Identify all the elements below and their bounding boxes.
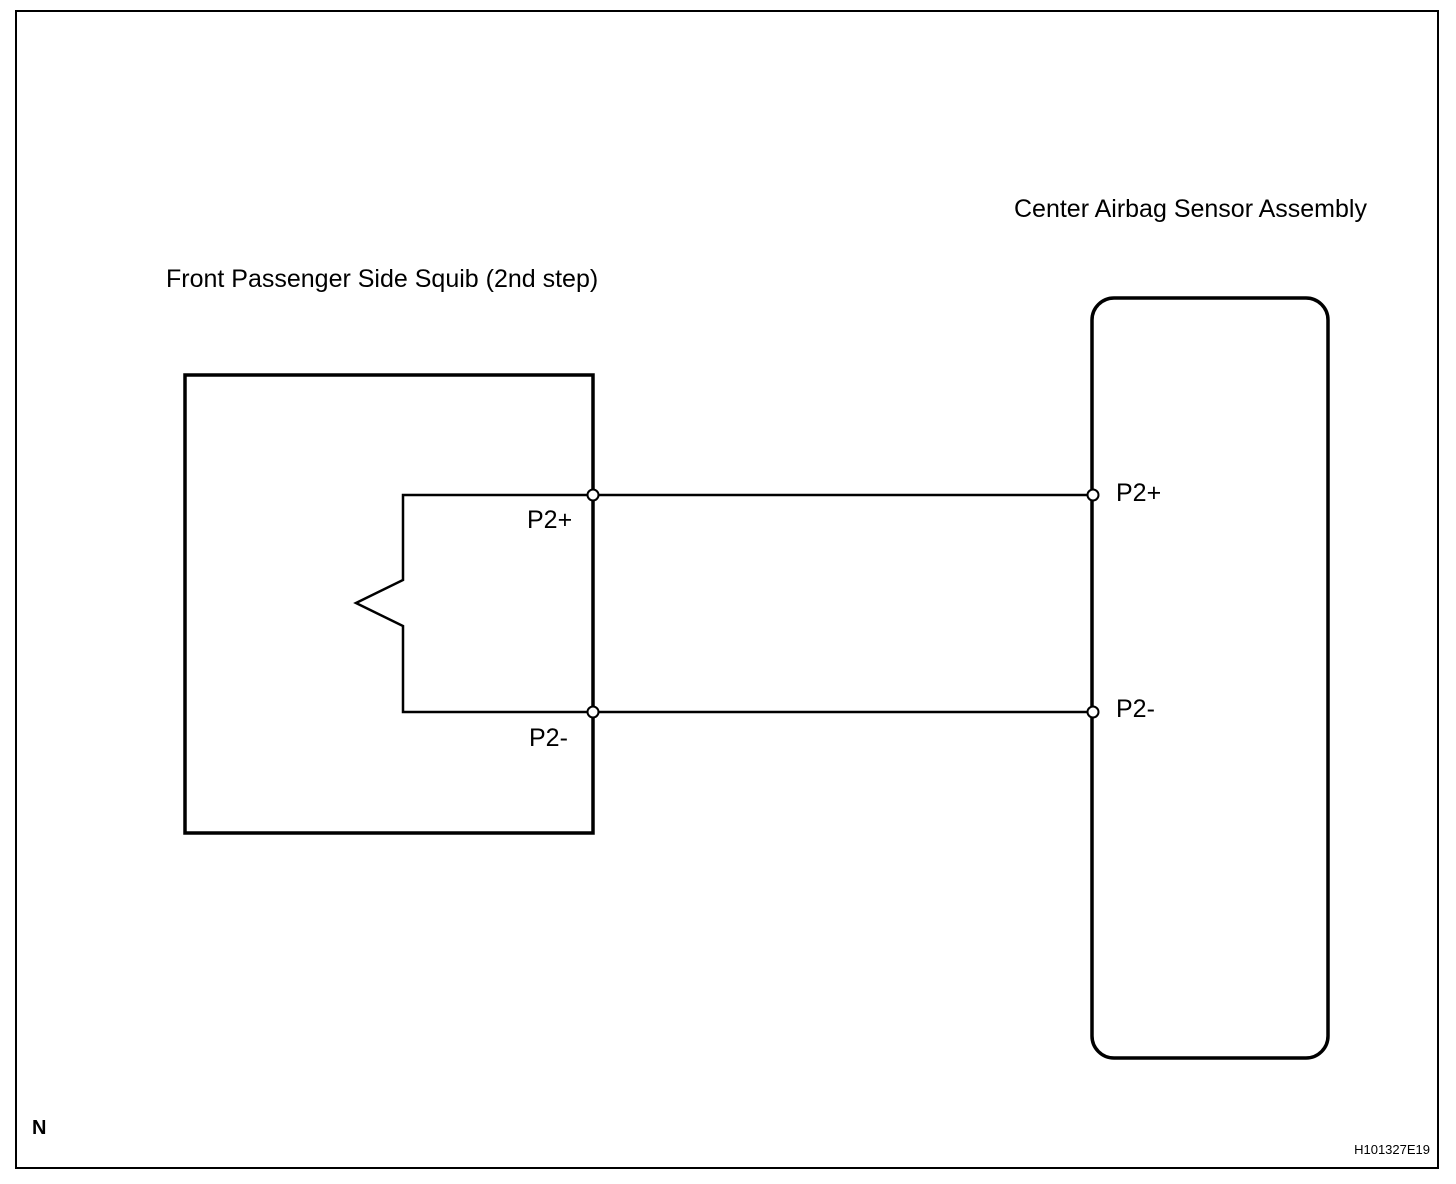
squib-terminal-positive [586,488,600,502]
sensor-terminal-negative [1086,705,1100,719]
figure-code: H101327E19 [1354,1142,1430,1157]
squib-element [353,493,593,714]
sensor-box [1090,296,1330,1060]
sensor-terminal-positive [1086,488,1100,502]
sensor-title: Center Airbag Sensor Assembly [1014,195,1367,223]
squib-title: Front Passenger Side Squib (2nd step) [166,265,598,293]
squib-terminal-negative-label: P2- [529,724,568,752]
corner-mark: N [32,1117,46,1139]
squib-terminal-negative [586,705,600,719]
diagram-frame [15,10,1439,1169]
squib-terminal-positive-label: P2+ [527,506,572,534]
sensor-terminal-positive-label: P2+ [1116,479,1161,507]
squib-box [183,373,595,835]
sensor-terminal-negative-label: P2- [1116,695,1155,723]
